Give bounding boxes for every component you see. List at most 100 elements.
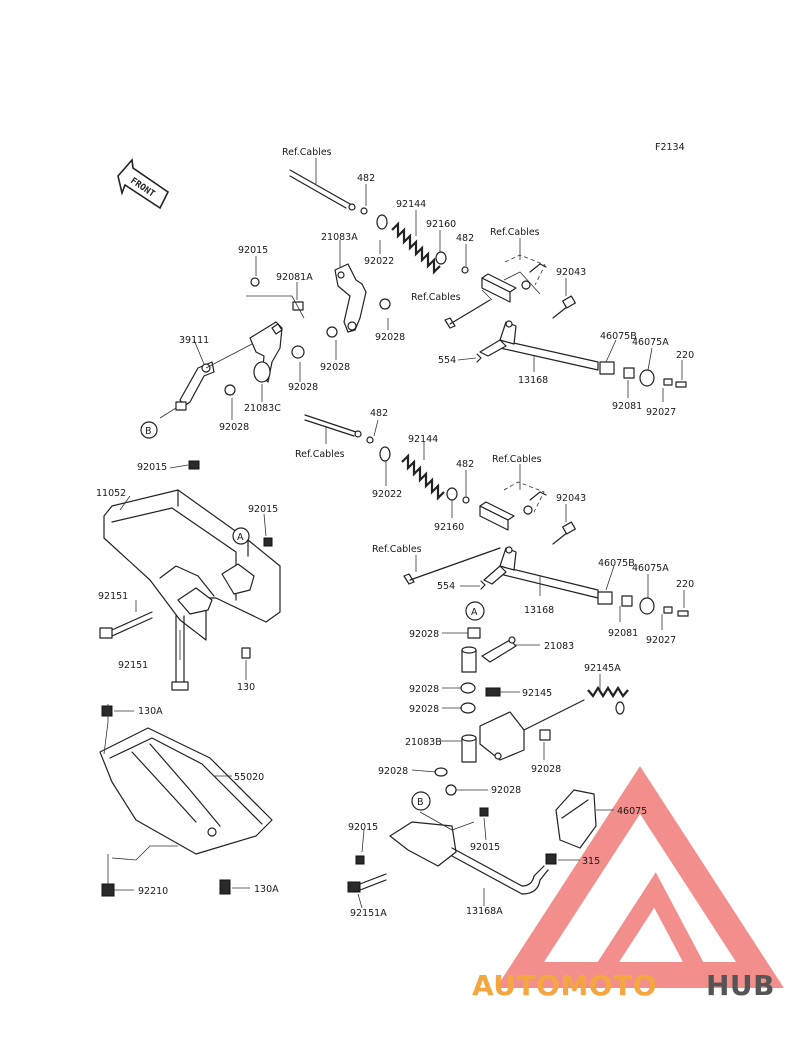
label-part: 482 (357, 173, 375, 184)
label-part: 92028 (320, 362, 350, 373)
nut-92081 (621, 595, 633, 607)
cable-bracket-upper (481, 254, 547, 303)
nut-92081 (623, 367, 635, 379)
collar-92028 (379, 298, 391, 310)
lever-21083A (334, 263, 367, 333)
washer-46075A (639, 369, 655, 387)
bolt-92043-upper (552, 295, 576, 319)
front-arrow-icon: FRONT (117, 158, 170, 210)
spring-92144-middle (401, 453, 445, 501)
label-part: 46075B (598, 558, 635, 569)
label-part: 92028 (288, 382, 318, 393)
label-part: 92015 (137, 462, 167, 473)
label-part: 13168A (466, 906, 503, 917)
label-part: 13168 (524, 605, 554, 616)
label-part: 92028 (491, 785, 521, 796)
label-part: 92027 (646, 407, 676, 418)
label-part: 92015 (348, 822, 378, 833)
label-ref-cables: Ref.Cables (282, 147, 332, 158)
pin-554 (476, 353, 482, 363)
nut-315 (545, 853, 557, 865)
collar-92028 (291, 345, 305, 359)
label-part: 130A (254, 884, 279, 895)
label-part: 46075A (632, 563, 669, 574)
label-ref-cables: Ref.Cables (492, 454, 542, 465)
cable-bracket-middle (479, 481, 547, 531)
bolt-130A (101, 705, 113, 717)
collar-92028 (434, 767, 448, 777)
watermark-logo (496, 766, 784, 988)
label-part: 92151A (350, 908, 387, 919)
collar-46075B (599, 361, 615, 375)
bolt-92151 (99, 611, 153, 639)
callout-B-circle-left (140, 421, 158, 439)
collar-92028 (326, 326, 338, 338)
label-part: 92145 (522, 688, 552, 699)
linkage-39111 (175, 361, 215, 411)
washer-46075A (639, 597, 655, 615)
callout-B-label: B (417, 797, 424, 808)
label-part: 39111 (179, 335, 209, 346)
label-part: 92028 (409, 704, 439, 715)
figure-code: F2134 (655, 142, 685, 153)
bolt-92151A (347, 873, 387, 893)
label-part: 92081 (612, 401, 642, 412)
collar-icon (446, 487, 458, 501)
label-part: 315 (582, 856, 600, 867)
collar-92027 (663, 378, 673, 386)
bracket-21083B (461, 699, 585, 763)
collar-92028 (224, 384, 236, 396)
bracket-11052 (103, 489, 281, 641)
collar-92028 (460, 682, 476, 694)
nut-92210 (101, 883, 115, 897)
cable-end-upper (289, 169, 356, 211)
label-part: 92160 (434, 522, 464, 533)
shift-shaft-13168-middle (483, 546, 599, 599)
part-labels: Ref.Cables 482 92144 92160 482 Ref.Cable… (96, 147, 694, 919)
label-part: 92015 (248, 504, 278, 515)
label-ref-cables: Ref.Cables (295, 449, 345, 460)
label-part: 554 (438, 355, 456, 366)
label-part: 92043 (556, 267, 586, 278)
label-part: 21083 (544, 641, 574, 652)
pedal-pad-46075 (555, 789, 597, 849)
nut-92015-bracket (263, 537, 273, 547)
circlip-icon (360, 207, 368, 215)
label-part: 92043 (556, 493, 586, 504)
label-part: 482 (370, 408, 388, 419)
label-ref-cables: Ref.Cables (490, 227, 540, 238)
washer-icon (379, 446, 391, 462)
collar-92028 (445, 784, 457, 796)
label-part: 55020 (234, 772, 264, 783)
bolt-92043-middle (552, 521, 576, 545)
circlip-icon (366, 436, 374, 444)
bolt-130A-lower (219, 879, 231, 895)
label-part: 46075B (600, 331, 637, 342)
callout-A-label: A (237, 532, 244, 543)
collar-92027 (663, 606, 673, 614)
label-part: 220 (676, 579, 694, 590)
label-part: 92144 (408, 434, 438, 445)
nut-92015-lower (479, 807, 489, 817)
label-part: 92144 (396, 199, 426, 210)
watermark-part1: AUTOMOTO (472, 969, 657, 1002)
bolt-130 (241, 647, 251, 659)
circlip-icon (462, 496, 470, 504)
label-part: 11052 (96, 488, 126, 499)
skid-plate-55020 (99, 727, 273, 855)
label-part: 92027 (646, 635, 676, 646)
label-part: 92028 (378, 766, 408, 777)
washer-icon (376, 214, 388, 230)
nut-92015-lower (355, 855, 365, 865)
label-part: 92081 (608, 628, 638, 639)
bolt-220 (677, 610, 689, 617)
spring-92144-upper (391, 221, 441, 275)
label-part: 92028 (531, 764, 561, 775)
label-part: 482 (456, 233, 474, 244)
label-part: 21083C (244, 403, 281, 414)
leader-lines (103, 158, 685, 909)
label-part: 92022 (372, 489, 402, 500)
bracket-21083 (461, 636, 517, 673)
cable-end-middle (304, 414, 362, 438)
